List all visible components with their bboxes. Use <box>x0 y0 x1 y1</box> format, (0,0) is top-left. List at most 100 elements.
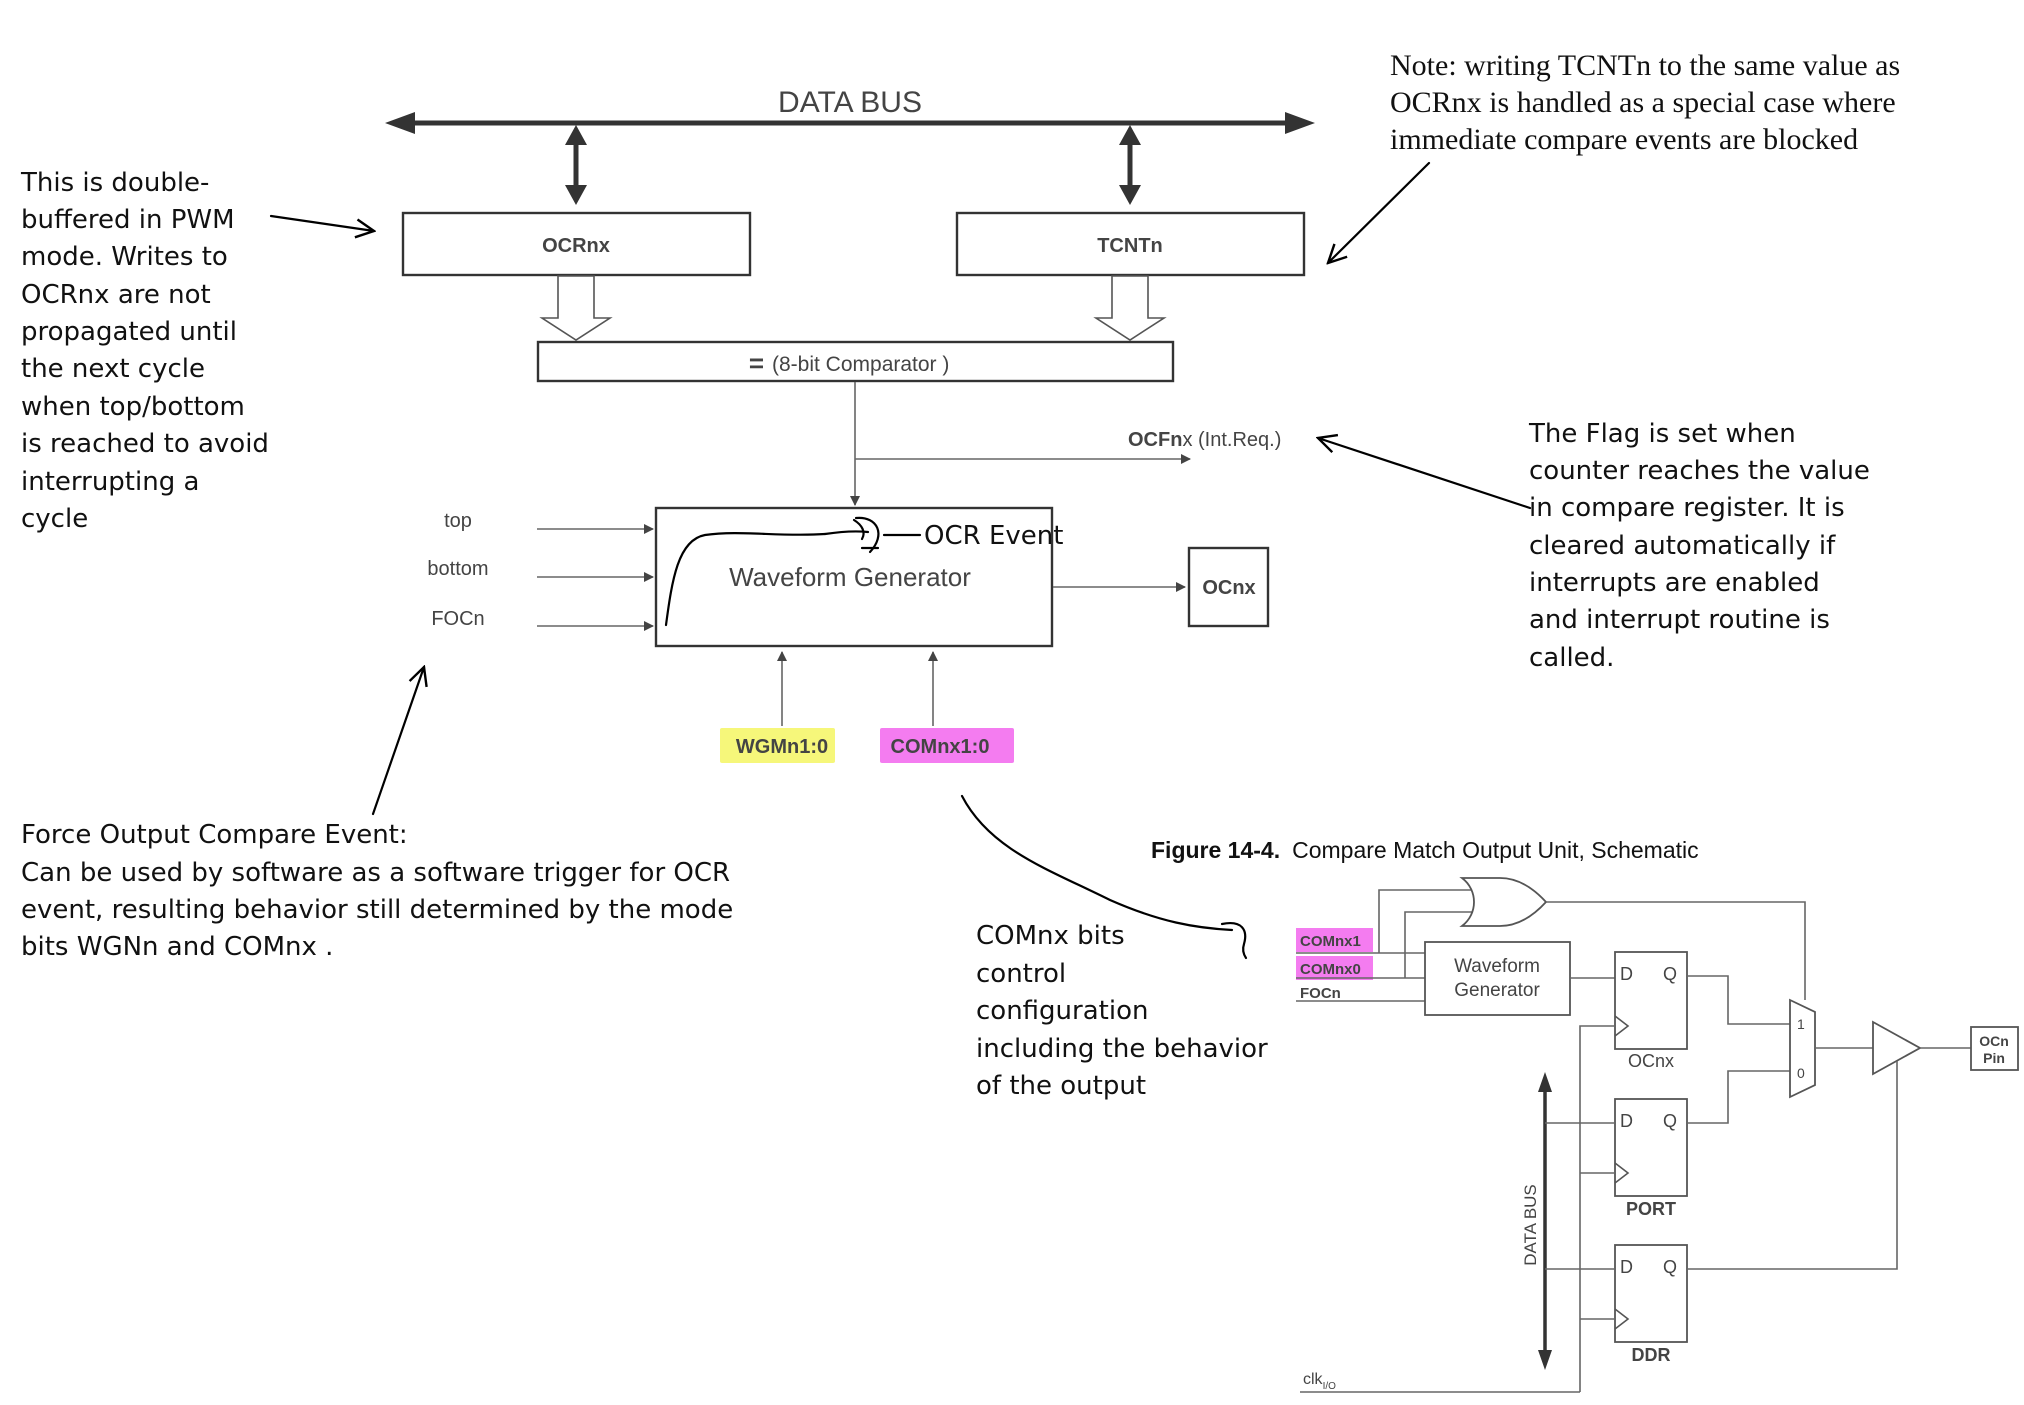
comnx1-label: COMnx1 <box>1300 933 1361 950</box>
ocf-label-bold: OCFn <box>1128 429 1182 451</box>
force-note-line: Can be used by software as a software tr… <box>21 858 730 888</box>
mux <box>1789 998 1816 1099</box>
comparator-label: (8-bit Comparator ) <box>772 353 949 376</box>
force-note-line: event, resulting behavior still determin… <box>21 895 733 925</box>
comnx-note-line: COMnx bits <box>976 921 1125 951</box>
comnx0-highlight <box>1296 956 1373 980</box>
double-buffer-line: interrupting a <box>21 467 199 497</box>
clk-main: clk <box>1303 1371 1324 1388</box>
figure-title: Compare Match Output Unit, Schematic <box>1292 837 1699 863</box>
ocn-pin-label: OCn <box>1979 1033 2009 1049</box>
ocf-label: OCFnx (Int.Req.) <box>1128 429 1281 451</box>
or-gate <box>1459 877 1548 927</box>
double-buffer-line: is reached to avoid <box>21 429 269 459</box>
flag-note-line: cleared automatically if <box>1529 531 1836 561</box>
tcnt-note-line: immediate compare events are blocked <box>1390 123 1858 156</box>
waveform-generator: Waveform Generator <box>654 506 1054 648</box>
com-highlight: COMnx1:0 <box>880 728 1014 763</box>
double-buffer-note: This is double- buffered in PWM mode. Wr… <box>20 168 277 534</box>
port-ff-label: PORT <box>1626 1199 1676 1219</box>
double-buffer-line: propagated until <box>21 317 237 347</box>
double-buffer-line: buffered in PWM <box>21 205 235 235</box>
clk-subscript: I/O <box>1323 1381 1337 1392</box>
schematic-waveform-box <box>1424 941 1571 1016</box>
figure-label: Figure 14-4. <box>1151 837 1280 863</box>
comparator: = (8-bit Comparator ) <box>536 340 1175 383</box>
ocf-label-rest: x (Int.Req.) <box>1182 429 1281 451</box>
force-note-arrow <box>371 667 424 816</box>
ocn-pin-label: Pin <box>1983 1050 2005 1066</box>
double-buffer-line: mode. Writes to <box>21 242 228 272</box>
ocr-event-sketch <box>664 516 922 627</box>
dff-q-label: Q <box>1663 1257 1677 1277</box>
figure-caption: Figure 14-4. Compare Match Output Unit, S… <box>1151 837 1699 863</box>
flag-note-line: counter reaches the value <box>1529 456 1870 486</box>
comnx1-highlight <box>1296 928 1373 952</box>
ocnx-output: OCnx <box>1187 546 1270 628</box>
comparator-eq-sign: = <box>749 348 764 378</box>
dff-d-label: D <box>1620 1111 1633 1131</box>
comnx-note-line: including the behavior <box>976 1034 1268 1064</box>
ocrnx-register: OCRnx <box>401 211 752 277</box>
dff-q-label: Q <box>1663 964 1677 984</box>
double-buffer-arrow <box>269 214 374 231</box>
ocrnx-to-comparator-arrow <box>539 275 613 341</box>
force-note-line: Force Output Compare Event: <box>21 820 408 850</box>
flag-note-line: called. <box>1529 643 1614 673</box>
waveform-generator-label: Waveform Generator <box>729 562 971 592</box>
data-bus-label: DATA BUS <box>778 86 922 119</box>
ocrnx-label: OCRnx <box>542 235 610 257</box>
ddr-ff-label: DDR <box>1632 1345 1671 1365</box>
schematic: COMnx1 COMnx0 FOCn Waveform Generator D … <box>1296 877 2019 1393</box>
dff-q-label: Q <box>1663 1111 1677 1131</box>
comnx-note-curve <box>960 794 1234 932</box>
flag-note-line: and interrupt routine is <box>1529 605 1830 635</box>
comnx-note-line: configuration <box>976 996 1148 1026</box>
schematic-waveform-label: Generator <box>1454 980 1540 1001</box>
tcnt-note: Note: writing TCNTn to the same value as… <box>1390 49 1908 156</box>
comnx0-label: COMnx0 <box>1300 961 1361 978</box>
ocn-pin <box>1970 1026 2019 1071</box>
double-buffer-line: the next cycle <box>21 354 205 384</box>
double-buffer-line: when top/bottom <box>21 392 245 422</box>
flag-note-arrow <box>1318 438 1532 510</box>
clk-label: clkI/O <box>1303 1371 1336 1392</box>
flag-note-line: in compare register. It is <box>1529 493 1845 523</box>
schematic-data-bus-label: DATA BUS <box>1521 1184 1540 1266</box>
comnx-note: COMnx bits control configuration includi… <box>976 921 1276 1101</box>
ocnx-label: OCnx <box>1202 577 1255 599</box>
double-buffer-line: This is double- <box>20 168 209 198</box>
flag-note-line: The Flag is set when <box>1528 419 1796 449</box>
dff-d-label: D <box>1620 964 1633 984</box>
wgm-label: WGMn1:0 <box>736 736 828 758</box>
force-note-line: bits WGNn and COMnx . <box>21 932 333 962</box>
comnx-note-line: control <box>976 959 1066 989</box>
tcntn-register: TCNTn <box>955 211 1306 277</box>
tcnt-note-line: OCRnx is handled as a special case where <box>1390 86 1896 119</box>
ocnx-ff-label: OCnx <box>1628 1051 1674 1071</box>
tcnt-note-line: Note: writing TCNTn to the same value as <box>1390 49 1900 82</box>
wgm-highlight: WGMn1:0 <box>720 728 835 763</box>
flipflop-port: D Q PORT <box>1614 1098 1688 1219</box>
flipflop-ocnx: D Q OCnx <box>1614 951 1688 1071</box>
waveform-inputs: top bottom FOCn <box>427 510 654 631</box>
input-bottom-label: bottom <box>427 558 488 580</box>
comnx-note-line: of the output <box>976 1071 1146 1101</box>
force-note: Force Output Compare Event: Can be used … <box>21 820 741 962</box>
flag-note-line: interrupts are enabled <box>1529 568 1820 598</box>
flag-note: The Flag is set when counter reaches the… <box>1528 419 1878 673</box>
com-label: COMnx1:0 <box>891 736 990 758</box>
mux-1-label: 1 <box>1797 1016 1805 1032</box>
flipflop-ddr: D Q DDR <box>1614 1244 1688 1365</box>
schematic-waveform-label: Waveform <box>1454 956 1540 977</box>
double-buffer-line: cycle <box>21 504 88 534</box>
bus-link-tcntn <box>1119 125 1141 205</box>
tcntn-to-comparator-arrow <box>1093 275 1167 341</box>
mux-0-label: 0 <box>1797 1065 1805 1081</box>
ocr-event-label: OCR Event <box>924 521 1063 551</box>
tcntn-label: TCNTn <box>1097 235 1163 257</box>
comnx-note-hook <box>1220 922 1248 960</box>
focn-input-label: FOCn <box>1300 985 1341 1002</box>
data-bus: DATA BUS <box>385 86 1315 134</box>
